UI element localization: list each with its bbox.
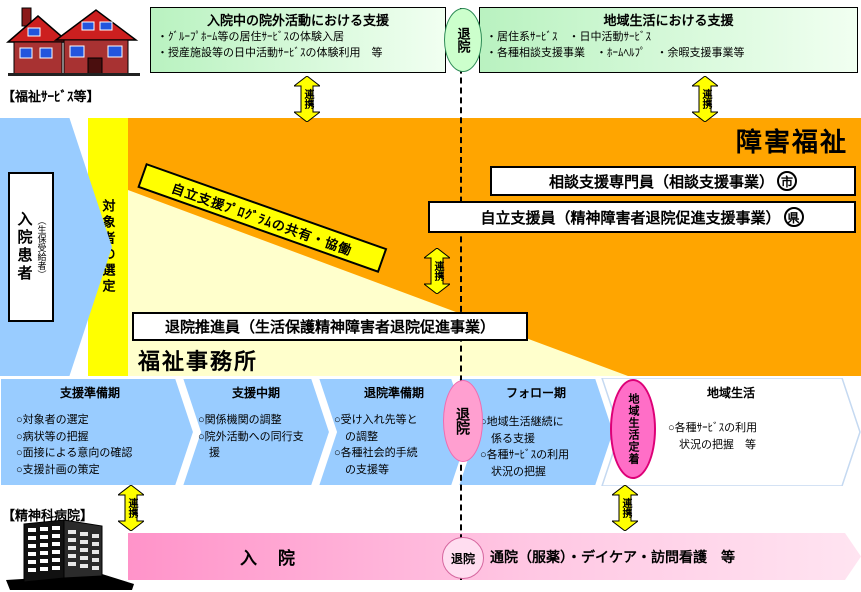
consultation-specialist-text: 相談支援専門員（相談支援事業）	[548, 173, 774, 191]
hospital-support-line: ・授産施設等の日中活動ｻｰﾋﾞｽの体験利用 等	[157, 46, 383, 59]
phase-bullet: ○支援計画の策定	[16, 463, 100, 476]
phase-bullet: ○受け入れ先等との調整	[334, 414, 418, 443]
phase-bullet: ○各種ｻｰﾋﾞｽの利用状況の把握	[480, 449, 570, 478]
phase-bullet: ○各種ｻｰﾋﾞｽの利用状況の把握 等	[668, 422, 758, 451]
double-arrow-icon	[424, 248, 450, 294]
community-settlement-oval: 地域生活定着	[610, 379, 656, 479]
independence-support-box: 自立支援員（精神障害者退院促進支援事業） 県	[428, 201, 856, 233]
phase-label-community: 地域生活	[706, 386, 755, 400]
settlement-label: 地域生活定着	[627, 393, 639, 465]
inpatient-box: 入院患者 （生保受給者）	[8, 172, 54, 322]
community-support-line: ・居住系ｻｰﾋﾞｽ ・日中活動ｻｰﾋﾞｽ	[486, 31, 651, 43]
discharge-oval-top: 退院	[444, 8, 482, 72]
phase-bullets-middle: ○関係機関の調整 ○院外活動への同行支援	[198, 412, 310, 462]
phase-label-discharge-prep: 退院準備期	[363, 386, 424, 400]
phase-bullet: ○各種社会的手続の支援等	[334, 447, 418, 476]
renkei-arrow-bottom-left: 連携	[118, 485, 144, 531]
phase-label-middle: 支援中期	[231, 386, 280, 400]
renkei-label: 連携	[620, 498, 631, 518]
phase-bullet: ○面接による意向の確認	[16, 447, 133, 459]
consultation-specialist-box: 相談支援専門員（相談支援事業） 市	[490, 166, 856, 196]
phase-bullets-community: ○各種ｻｰﾋﾞｽの利用状況の把握 等	[668, 420, 768, 453]
community-support-title: 地域生活における支援	[603, 13, 734, 28]
renkei-arrow-bottom-right: 連携	[612, 485, 638, 531]
discharge-oval-phases: 退院	[443, 380, 483, 462]
phase-bullet: ○病状等の把握	[16, 430, 89, 443]
phase-bullets-discharge-prep: ○受け入れ先等との調整 ○各種社会的手続の支援等	[334, 412, 419, 478]
hospital-timeline-band: 入 院 通院（服薬）・デイケア・訪問看護 等	[128, 533, 861, 580]
renkei-label: 連携	[432, 261, 443, 281]
hospital-support-line: ・ｸﾞﾙｰﾌﾟﾎｰﾑ等の居住ｻｰﾋﾞｽの体験入居	[157, 31, 344, 43]
double-arrow-icon	[294, 76, 320, 122]
house-icon	[4, 2, 148, 78]
hospital-support-title: 入院中の院外活動における支援	[206, 13, 389, 28]
welfare-office-label: 福祉事務所	[138, 349, 259, 374]
inpatient-sublabel: （生保受給者）	[36, 215, 47, 279]
prefecture-mark: 県	[783, 207, 804, 227]
community-support-box: 地域生活における支援 ・居住系ｻｰﾋﾞｽ ・日中活動ｻｰﾋﾞｽ ・各種相談支援事…	[479, 7, 858, 73]
phase-chevrons	[0, 378, 861, 486]
phase-label-follow: フォロー期	[505, 386, 566, 400]
house-graphic	[5, 7, 140, 76]
renkei-arrow-top-left: 連携	[294, 76, 320, 122]
admission-label: 入 院	[240, 549, 297, 568]
discharge-dashed-line	[460, 8, 462, 580]
city-mark: 市	[777, 171, 797, 191]
renkei-arrow-top-right: 連携	[692, 76, 718, 122]
double-arrow-icon	[118, 485, 144, 531]
hospital-support-box: 入院中の院外活動における支援 ・ｸﾞﾙｰﾌﾟﾎｰﾑ等の居住ｻｰﾋﾞｽの体験入居 …	[150, 7, 446, 73]
welfare-services-label: 【福祉ｻｰﾋﾞｽ等】	[2, 89, 100, 104]
community-support-line: ・各種相談支援事業 ・ﾎｰﾑﾍﾙﾌﾟ ・余暇支援事業等	[486, 46, 745, 59]
phase-bullet: ○地域生活継続に係る支援	[480, 416, 564, 445]
discharge-label: 退院	[455, 407, 471, 435]
building-graphic	[6, 519, 134, 590]
outpatient-label: 通院（服薬）・デイケア・訪問看護 等	[490, 548, 735, 565]
phase-bullets-follow: ○地域生活継続に係る支援 ○各種ｻｰﾋﾞｽの利用状況の把握	[480, 414, 572, 480]
phase-bullet: ○対象者の選定	[16, 414, 89, 426]
double-arrow-icon	[612, 485, 638, 531]
inpatient-label: 入院患者	[15, 211, 33, 283]
renkei-label: 連携	[302, 89, 313, 109]
independence-support-text: 自立支援員（精神障害者退院促進支援事業）	[480, 209, 781, 227]
discharge-promoter-box: 退院推進員（生活保護精神障害者退院促進事業）	[132, 312, 528, 341]
psychiatric-hospital-label: 【精神科病院】	[2, 508, 94, 523]
discharge-label: 退院	[455, 27, 471, 53]
phase-bullet: ○関係機関の調整	[198, 414, 282, 426]
discharge-label: 退院	[450, 551, 475, 566]
renkei-label: 連携	[126, 498, 137, 518]
disability-welfare-title: 障害福祉	[736, 127, 849, 157]
renkei-label: 連携	[700, 89, 711, 109]
phase-bullets-preparation: ○対象者の選定 ○病状等の把握 ○面接による意向の確認 ○支援計画の策定	[16, 412, 178, 478]
renkei-arrow-middle: 連携	[424, 248, 450, 294]
phase-label-preparation: 支援準備期	[59, 386, 120, 400]
double-arrow-icon	[692, 76, 718, 122]
hospital-building-icon	[6, 518, 134, 592]
discharge-circle-bottom: 退院	[442, 537, 484, 579]
phase-bullet: ○院外活動への同行支援	[198, 430, 304, 460]
